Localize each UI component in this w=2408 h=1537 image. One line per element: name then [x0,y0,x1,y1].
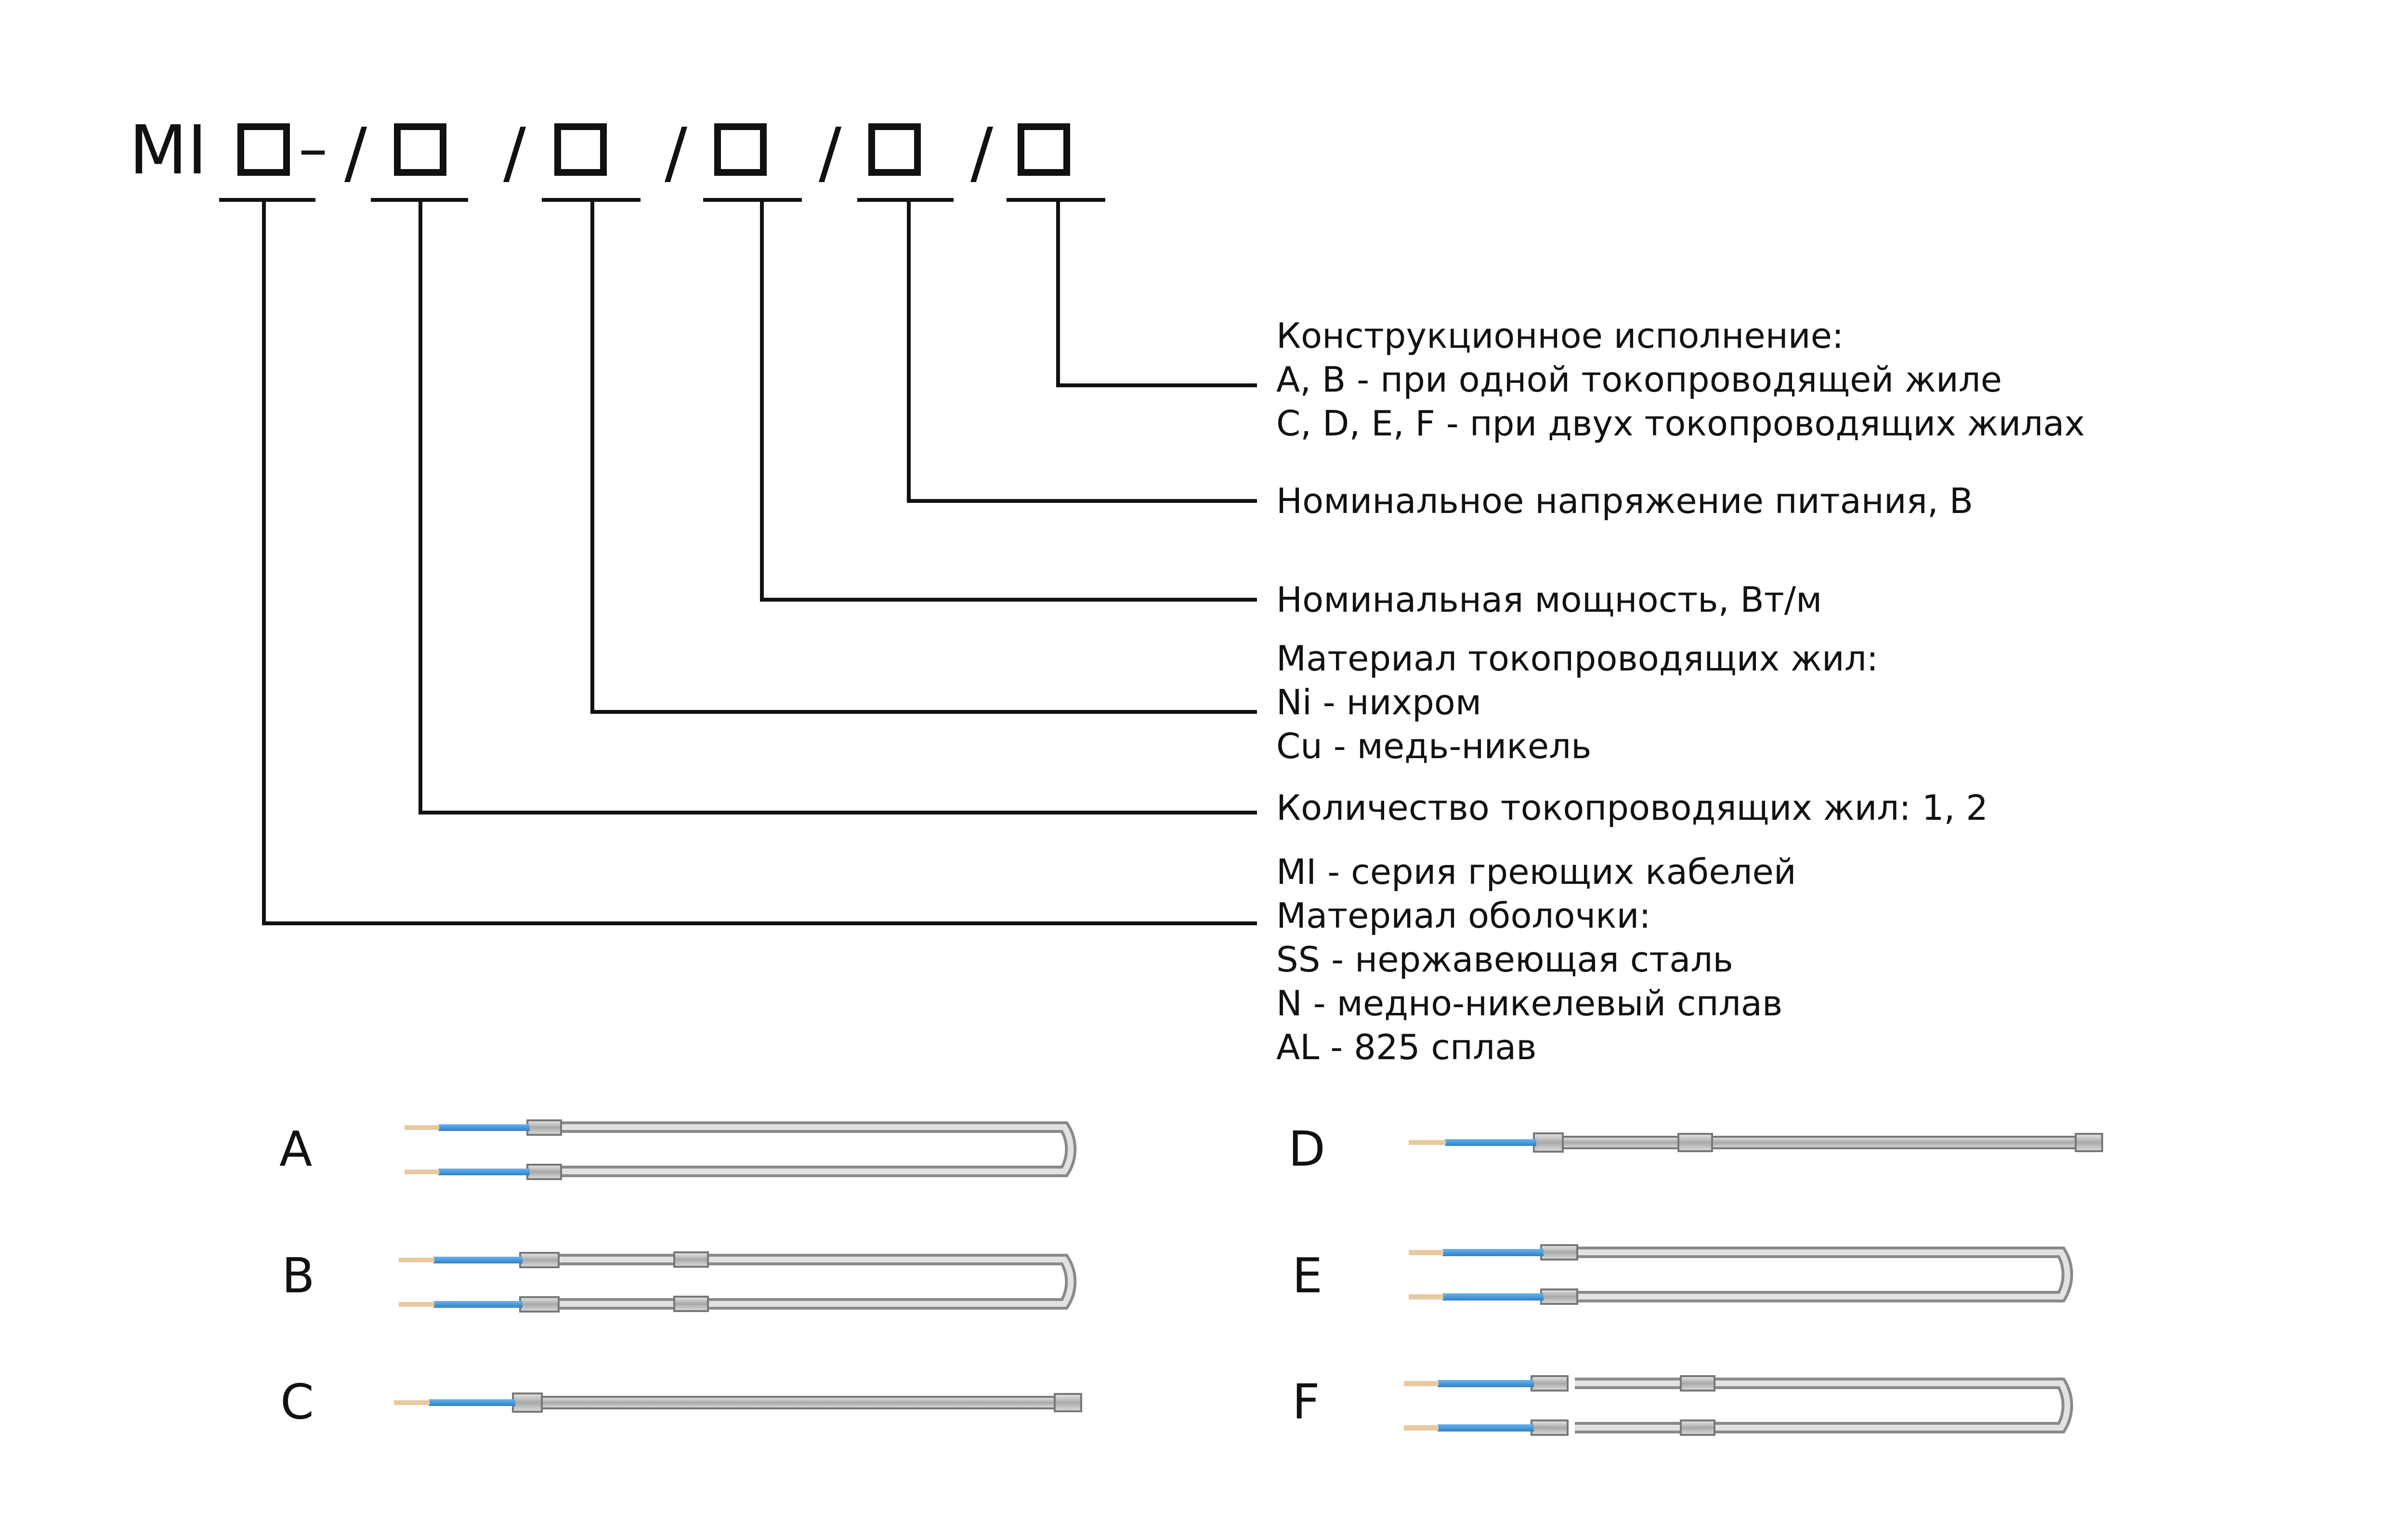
variant-label-f: F [1292,1374,1320,1430]
code-box-6 [1018,123,1070,176]
desc-conductor-material-line-2: Ni - нихром [1276,682,1482,723]
desc-conductor-count: Количество токопроводящих жил: 1, 2 [1276,786,1988,830]
code-slash-1: / [344,114,367,192]
variant-label-c: C [280,1374,314,1430]
code-box-2 [394,123,446,176]
code-slash-5: / [970,114,994,192]
desc-voltage-line-1: Номинальное напряжение питания, В [1276,481,1974,521]
variant-label-d: D [1288,1121,1325,1177]
desc-construction-line-2: A, B - при одной токопроводящей жиле [1276,359,2002,400]
desc-conductor-count-line-1: Количество токопроводящих жил: 1, 2 [1276,788,1988,828]
leader-voltage [907,200,1257,503]
desc-conductor-material-line-1: Материал токопроводящих жил: [1276,638,1878,679]
code-slash-4: / [819,114,842,192]
desc-construction-line-1: Конструкционное исполнение: [1276,315,1844,356]
code-box-5 [868,123,921,176]
leader-construction [1056,200,1257,387]
desc-sheath-line-2: Материал оболочки: [1276,895,1651,936]
desc-construction-line-3: C, D, E, F - при двух токопроводящих жил… [1276,403,2085,444]
cable-b [399,1251,1077,1313]
desc-sheath-line-3: SS - нержавеющая сталь [1276,939,1733,980]
cable-a [405,1119,1077,1180]
cable-d [1409,1132,2103,1153]
leader-conductor-count [419,200,1257,814]
desc-power: Номинальная мощность, Вт/м [1276,578,1822,622]
code-box-3 [554,123,607,176]
desc-voltage: Номинальное напряжение питания, В [1276,479,1973,523]
leader-lines [262,200,1257,925]
desc-conductor-material-line-3: Cu - медь-никель [1276,726,1592,766]
cable-c [394,1392,1082,1413]
variant-label-e: E [1292,1248,1322,1304]
desc-power-line-1: Номинальная мощность, Вт/м [1276,579,1822,620]
cable-e [1409,1244,2073,1305]
code-slash-2: / [503,114,526,192]
code-slash-3: / [665,114,688,192]
code-boxes [237,123,1070,176]
code-box-4 [714,123,767,176]
variant-label-a: A [279,1121,312,1177]
leader-power [760,200,1257,602]
leader-sheath [262,200,1257,925]
variant-label-b: B [282,1248,315,1304]
desc-conductor-material: Материал токопроводящих жил: Ni - нихром… [1276,637,1878,768]
code-box-1 [237,123,290,176]
desc-sheath-line-1: MI - серия греющих кабелей [1276,852,1796,892]
leader-conductor-material [590,200,1257,714]
code-prefix: MI [129,111,207,190]
desc-construction: Конструкционное исполнение: A, B - при о… [1276,314,2085,446]
desc-sheath-line-5: AL - 825 сплав [1276,1027,1537,1067]
code-dash: – [299,116,327,183]
desc-sheath-line-4: N - медно-никелевый сплав [1276,983,1783,1024]
cable-f [1404,1375,2073,1436]
desc-sheath: MI - серия греющих кабелей Материал обол… [1276,850,1796,1069]
